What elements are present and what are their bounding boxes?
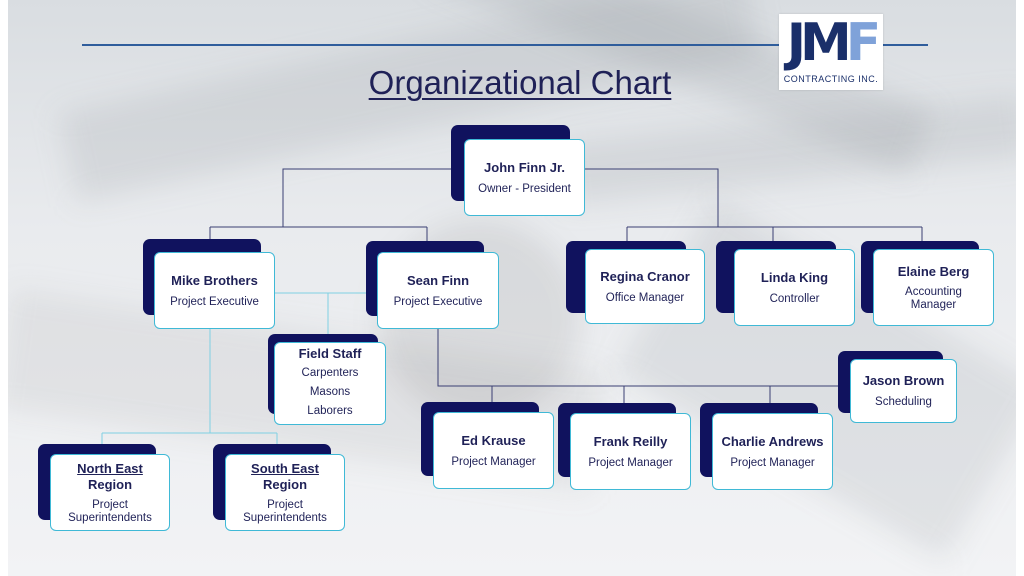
connector-sean-pm: [437, 328, 905, 415]
org-node-linda-king: Linda King Controller: [716, 241, 855, 326]
card-body: Jason Brown Scheduling: [850, 359, 957, 423]
connector-regions: [101, 328, 278, 453]
region-name-line2: Region: [87, 476, 133, 492]
person-name: Linda King: [760, 269, 829, 285]
card-body: Frank Reilly Project Manager: [570, 413, 691, 490]
region-name: North East: [77, 460, 143, 476]
region-name-line2: Region: [262, 476, 308, 492]
org-node-jason-brown: Jason Brown Scheduling: [838, 351, 957, 423]
card-body: South East Region Project Superintendent…: [225, 454, 345, 531]
card-body: Elaine Berg Accounting Manager: [873, 249, 994, 326]
role-line: Project: [267, 498, 303, 511]
right-margin: [1016, 0, 1024, 576]
member-item: Laborers: [307, 405, 353, 417]
person-role: Office Manager: [605, 291, 685, 304]
region-name: South East: [251, 460, 319, 476]
connector-office-bus: [626, 226, 923, 253]
role-line: Superintendents: [243, 511, 327, 524]
org-node-north-east-region: North East Region Project Superintendent…: [38, 444, 170, 531]
page-title: Organizational Chart: [368, 64, 672, 101]
person-role: Project Manager: [730, 456, 815, 469]
header-rule-left: [82, 44, 779, 46]
person-role: Project Manager: [588, 456, 673, 469]
person-name: Frank Reilly: [593, 433, 668, 449]
person-name: Regina Cranor: [600, 268, 690, 284]
org-node-ed-krause: Ed Krause Project Manager: [421, 402, 554, 489]
card-body: Mike Brothers Project Executive: [154, 252, 275, 329]
person-role: Owner - President: [478, 182, 571, 195]
card-body: Regina Cranor Office Manager: [585, 249, 705, 324]
org-node-south-east-region: South East Region Project Superintendent…: [213, 444, 345, 531]
person-role: Project Manager: [451, 455, 536, 468]
region-role: Project Superintendents: [243, 499, 327, 525]
logo-letters: JMF: [786, 13, 882, 73]
org-node-frank-reilly: Frank Reilly Project Manager: [558, 403, 691, 490]
member-item: Masons: [309, 386, 351, 398]
region-role: Project Superintendents: [68, 499, 152, 525]
card-body: Charlie Andrews Project Manager: [712, 413, 833, 490]
card-body: Field Staff Carpenters Masons Laborers: [274, 342, 386, 425]
connector-owner-left: [282, 168, 464, 227]
card-body: Ed Krause Project Manager: [433, 412, 554, 489]
org-node-regina-cranor: Regina Cranor Office Manager: [566, 241, 705, 324]
person-role: Controller: [769, 292, 820, 305]
left-margin: [0, 0, 8, 576]
person-role: Scheduling: [875, 396, 932, 408]
org-node-charlie-andrews: Charlie Andrews Project Manager: [700, 403, 833, 490]
org-node-john-finn: John Finn Jr. Owner - President: [451, 125, 585, 216]
company-logo: JMF CONTRACTING INC.: [779, 13, 883, 90]
role-line: Manager: [910, 298, 957, 311]
connector-owner-right: [585, 168, 719, 227]
card-body: Sean Finn Project Executive: [377, 252, 499, 329]
role-line: Superintendents: [68, 511, 152, 524]
person-role: Project Executive: [393, 295, 483, 308]
person-name: Ed Krause: [461, 432, 526, 448]
card-body: North East Region Project Superintendent…: [50, 454, 170, 531]
person-role: Accounting Manager: [905, 286, 962, 312]
member-item: Carpenters: [301, 367, 359, 379]
org-node-sean-finn: Sean Finn Project Executive: [366, 241, 499, 329]
org-node-elaine-berg: Elaine Berg Accounting Manager: [861, 241, 994, 326]
person-role: Project Executive: [170, 295, 259, 308]
card-body: John Finn Jr. Owner - President: [464, 139, 585, 216]
logo-subtitle: CONTRACTING INC.: [783, 74, 879, 84]
person-name: Charlie Andrews: [721, 433, 824, 449]
org-node-field-staff: Field Staff Carpenters Masons Laborers: [268, 334, 386, 425]
role-line: Accounting: [905, 285, 962, 298]
group-members: Carpenters Masons Laborers: [302, 364, 359, 421]
person-name: Mike Brothers: [171, 272, 258, 288]
person-name: John Finn Jr.: [484, 159, 565, 175]
org-node-mike-brothers: Mike Brothers Project Executive: [143, 239, 275, 329]
header-rule-right: [883, 44, 928, 46]
card-body: Linda King Controller: [734, 249, 855, 326]
person-name: Elaine Berg: [897, 263, 970, 279]
role-line: Project: [92, 498, 128, 511]
person-name: Sean Finn: [406, 272, 470, 288]
person-name: Jason Brown: [862, 373, 945, 388]
group-name: Field Staff: [298, 346, 362, 361]
